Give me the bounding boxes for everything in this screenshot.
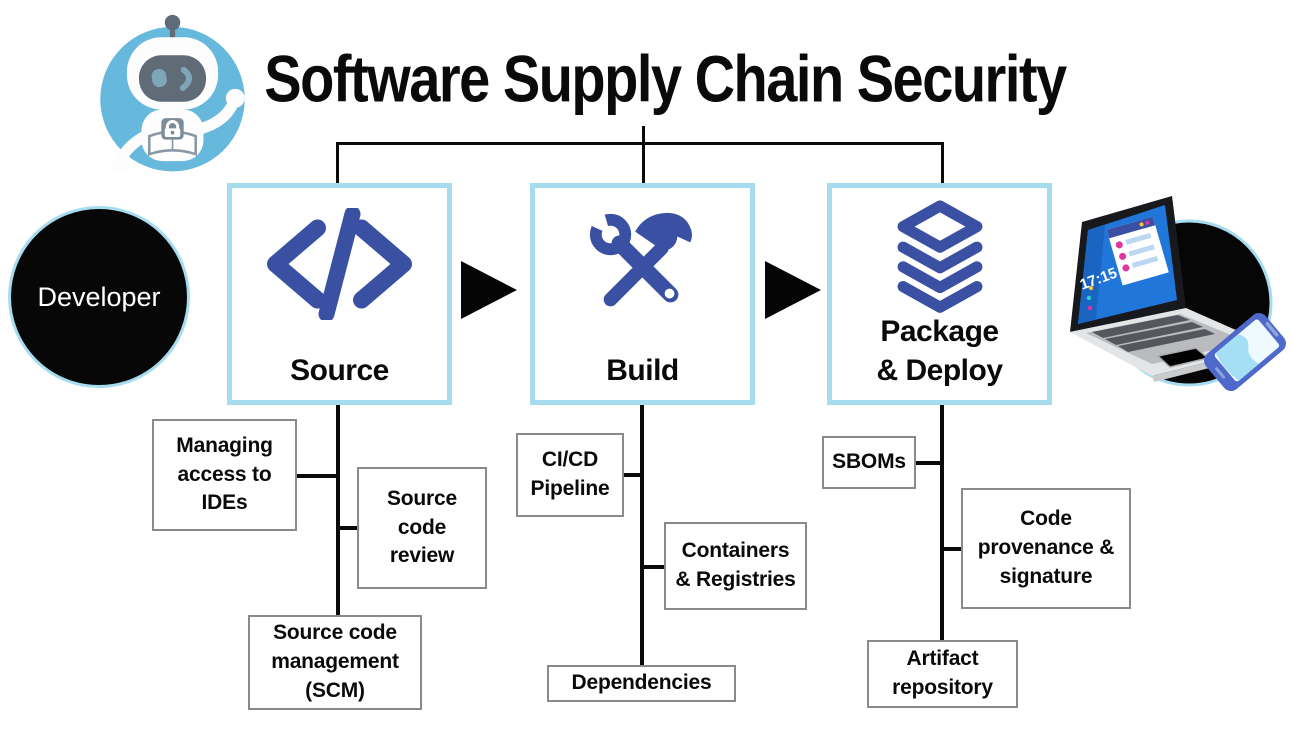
source-trunk-line	[336, 405, 340, 616]
flow-arrow-build-to-package	[765, 261, 821, 319]
phone-icon	[1204, 312, 1286, 392]
stage-label-build: Build	[606, 353, 679, 387]
stage-box-source: Source	[227, 183, 452, 405]
subtopic-artifact-repository: Artifact repository	[867, 640, 1018, 708]
flow-arrow-source-to-build	[461, 261, 517, 319]
laptop-icon: 17:15	[1070, 196, 1273, 382]
stage-box-package-deploy: Package & Deploy	[827, 183, 1052, 405]
connector-line	[296, 474, 338, 478]
robot-mascot-icon	[100, 14, 245, 173]
bracket-drop-middle	[642, 144, 645, 183]
page-title: Software Supply Chain Security	[264, 41, 1067, 116]
lock-icon	[161, 118, 184, 140]
package-trunk-line	[940, 405, 944, 641]
connector-line	[338, 526, 359, 530]
developer-label: Developer	[37, 281, 161, 312]
developer-node: Developer	[8, 206, 190, 388]
stage-box-build: Build	[530, 183, 755, 405]
bracket-drop-right	[941, 144, 944, 183]
subtopic-source-code-review: Source code review	[357, 467, 487, 589]
connector-line	[622, 473, 642, 477]
subtopic-code-provenance-signature: Code provenance & signature	[961, 488, 1131, 609]
code-icon	[267, 208, 412, 320]
subtopic-dependencies: Dependencies	[547, 665, 736, 702]
subtopic-source-code-management: Source code management (SCM)	[248, 615, 422, 710]
tools-icon	[579, 208, 692, 307]
subtopic-cicd-pipeline: CI/CD Pipeline	[516, 433, 624, 517]
layers-icon	[897, 200, 982, 313]
bracket-drop-left	[336, 144, 339, 183]
stage-label-source: Source	[290, 353, 389, 387]
connector-line	[942, 547, 963, 551]
subtopic-managing-access-to-ides: Managing access to IDEs	[152, 419, 297, 531]
connector-line	[914, 461, 942, 465]
stage-label-package-deploy: Package & Deploy	[876, 315, 1003, 387]
connector-line	[642, 565, 666, 569]
title-stem-line	[642, 126, 645, 143]
build-trunk-line	[640, 405, 644, 666]
subtopic-containers-registries: Containers & Registries	[664, 522, 807, 610]
subtopic-sboms: SBOMs	[822, 436, 916, 489]
laptop-and-phone-illustration: 17:15	[1070, 196, 1286, 392]
bracket-line	[336, 142, 944, 145]
